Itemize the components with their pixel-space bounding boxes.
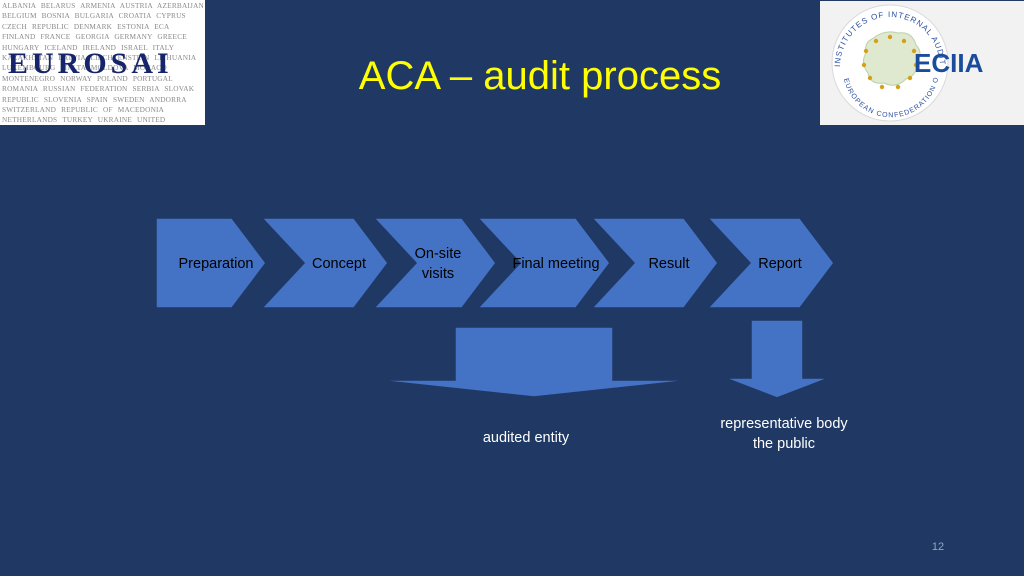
chevron-final-meeting [476, 217, 611, 309]
recipient-representative-body: representative body [720, 416, 848, 432]
step-label-preparation: Preparation [178, 256, 254, 272]
step-label-on-site-visits: On-site visits [398, 244, 478, 284]
recipient-the-public: the public [752, 436, 816, 452]
europe-map-shape [862, 31, 921, 86]
page-number: 12 [931, 541, 945, 553]
eurosai-country-list: Albania Belarus Armenia Austria Azerbaij… [2, 1, 205, 125]
eciia-logo: INSTITUTES OF INTERNAL AUDITING EUROPEAN… [820, 1, 1024, 125]
chevron-on-site-visits [372, 217, 497, 309]
eciia-wordmark: ECIIA [914, 48, 984, 78]
step-label-report: Report [758, 256, 802, 272]
step-label-result: Result [648, 256, 690, 272]
eciia-emblem: INSTITUTES OF INTERNAL AUDITING EUROPEAN… [820, 1, 984, 122]
eurosai-logo: Albania Belarus Armenia Austria Azerbaij… [0, 0, 205, 125]
star-ring [861, 34, 919, 90]
chevron-report [706, 217, 835, 309]
eurosai-wordmark: EUROSAI [8, 47, 173, 80]
report-recipients-label: representative body the public [694, 414, 874, 454]
chevron-concept [260, 217, 389, 309]
slide-title: ACA – audit process [358, 54, 722, 98]
step-label-final-meeting: Final meeting [512, 256, 600, 272]
step-label-on-site-line1: On-site [414, 246, 462, 262]
audited-entity-label: audited entity [482, 430, 570, 446]
chevron-result [590, 217, 719, 309]
step-label-on-site-line2: visits [421, 266, 455, 282]
step-label-concept: Concept [311, 256, 366, 272]
audited-entity-arrow [374, 326, 694, 398]
report-recipients-arrow [724, 319, 830, 399]
chevron-preparation [155, 217, 267, 309]
